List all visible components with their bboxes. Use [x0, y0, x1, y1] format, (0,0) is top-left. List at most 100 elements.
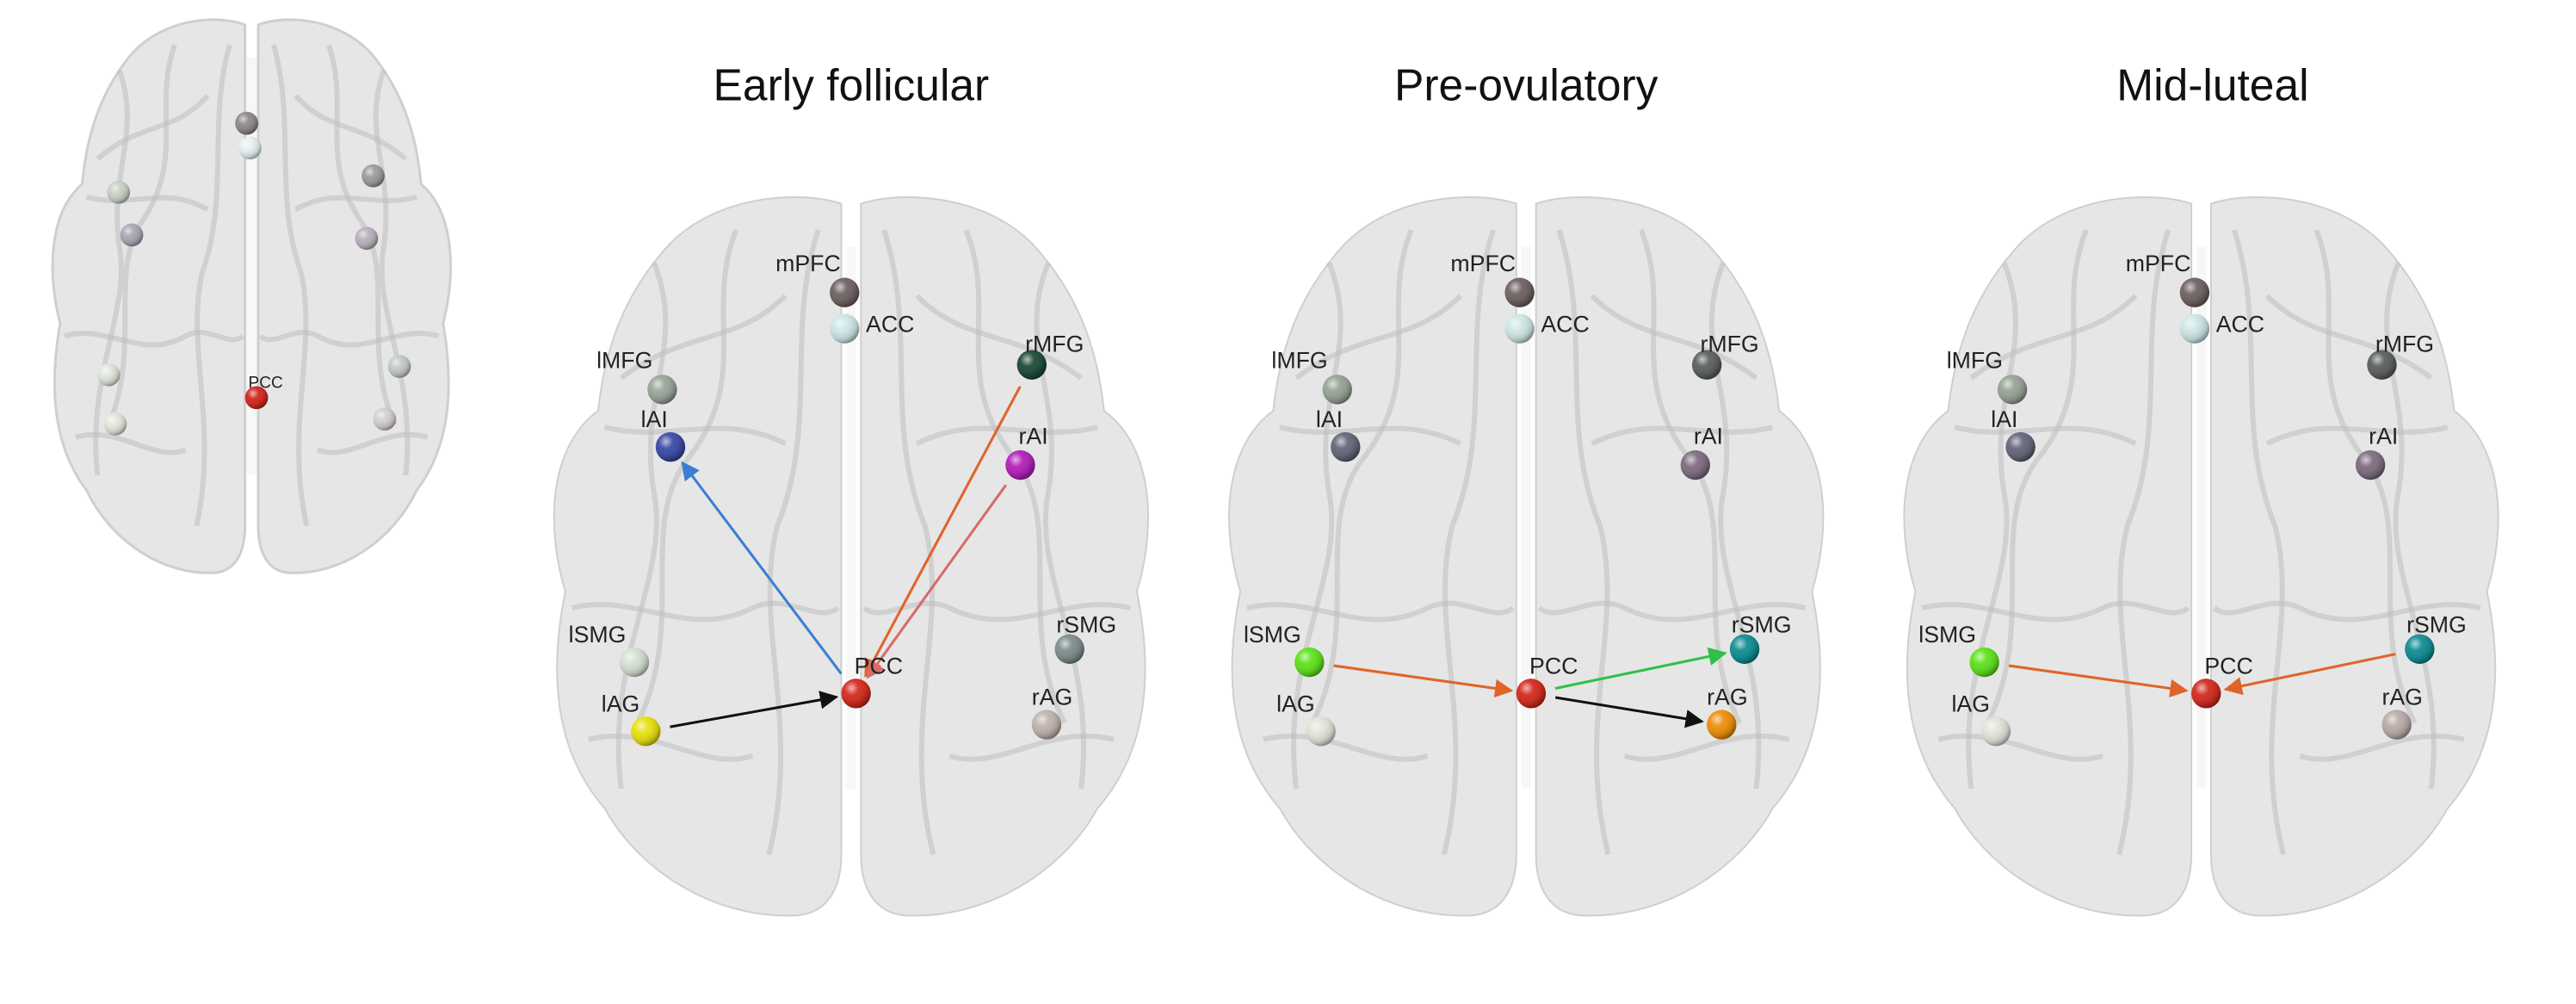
panel1-label-lmfg: lMFG: [596, 347, 652, 373]
panel3-label-rsmg: rSMG: [2406, 612, 2467, 638]
panel1-node-lag: [631, 716, 661, 747]
panel1-label-rai: rAI: [1019, 423, 1048, 449]
panel3-label-rai: rAI: [2369, 423, 2398, 449]
panel2-node-lag: [1306, 716, 1336, 747]
brain-panel-2: [1229, 197, 1823, 915]
panel2-node-rsmg: [1729, 634, 1760, 664]
panel3-edge-rsmg-to-pcc: [2223, 653, 2396, 696]
panel3-node-rai: [2355, 449, 2386, 480]
panel3-label-mpfc: mPFC: [2126, 251, 2191, 276]
panel3-node-mpfc: [2179, 277, 2210, 307]
panel2-label-lai: lAI: [1316, 406, 1343, 432]
panel3-label-lai: lAI: [1991, 406, 2017, 432]
panel2-label-lsmg: lSMG: [1244, 622, 1301, 648]
overview-node-pcc: [244, 386, 269, 410]
brain-panel-1: [554, 197, 1148, 915]
panel2-label-pcc: PCC: [1529, 653, 1578, 679]
panel3-node-lai: [2005, 431, 2035, 462]
midline-fissure: [2196, 246, 2207, 790]
panel2-node-lmfg: [1322, 375, 1352, 405]
midline-fissure: [846, 246, 856, 790]
panel1-node-lai: [655, 431, 686, 462]
panel1-label-mpfc: mPFC: [775, 251, 841, 276]
panel1-node-acc: [830, 313, 860, 344]
panel2-edge-pcc-to-rsmg: [1554, 647, 1727, 690]
right-hemisphere: [1536, 197, 1824, 915]
panel3-node-lmfg: [1997, 375, 2028, 405]
overview-node-rmfg: [361, 164, 385, 188]
panel1-node-rsmg: [1054, 634, 1084, 664]
panel3-label-lsmg: lSMG: [1918, 622, 1976, 648]
panel2-label-rag: rAG: [1707, 685, 1747, 710]
panel2-node-lsmg: [1294, 647, 1325, 678]
overview-node-acc: [238, 136, 262, 160]
panel1-node-lsmg: [619, 647, 650, 678]
panel3-label-rag: rAG: [2381, 685, 2422, 710]
panel1-edge-rai-to-pcc: [866, 484, 1007, 679]
overview-node-mpfc: [235, 111, 258, 135]
panel2-label-rai: rAI: [1694, 423, 1723, 449]
overview-node-rsmg: [387, 355, 411, 378]
panel2-node-rag: [1707, 710, 1737, 740]
overview-brain: [53, 20, 451, 573]
panel3-node-pcc: [2191, 679, 2221, 709]
panel3-node-lag: [1980, 716, 2011, 747]
panel3-label-lmfg: lMFG: [1947, 347, 2003, 373]
panel2-node-lai: [1331, 431, 1361, 462]
left-hemisphere: [554, 197, 842, 915]
midline-fissure: [1521, 246, 1531, 790]
overview-node-rai: [355, 226, 379, 251]
panel1-node-pcc: [841, 679, 871, 709]
panel1-label-rsmg: rSMG: [1056, 612, 1116, 638]
panel-title-early-follicular: Early follicular: [713, 59, 990, 109]
panel2-label-mpfc: mPFC: [1450, 251, 1516, 276]
panel1-node-rai: [1005, 449, 1035, 480]
panel1-node-rag: [1031, 710, 1062, 740]
panel2-label-lag: lAG: [1276, 691, 1315, 716]
panel3-edge-lsmg-to-pcc: [2008, 664, 2189, 698]
panel1-label-lsmg: lSMG: [569, 622, 627, 648]
panel2-node-mpfc: [1504, 277, 1535, 307]
overview-node-lag: [103, 412, 127, 436]
panel3-label-rmfg: rMFG: [2375, 331, 2434, 356]
overview-node-lmfg: [107, 180, 131, 204]
left-hemisphere: [53, 20, 245, 573]
panel2-edge-lsmg-to-pcc: [1333, 664, 1514, 698]
panel1-edge-lag-to-pcc: [670, 691, 839, 728]
panel3-node-acc: [2179, 313, 2210, 344]
panel1-node-lmfg: [647, 375, 677, 405]
panel2-label-rmfg: rMFG: [1700, 331, 1758, 356]
overview-node-rag: [373, 407, 397, 431]
right-hemisphere: [2211, 197, 2499, 915]
panel1-label-acc: ACC: [866, 311, 914, 337]
panel2-label-rsmg: rSMG: [1732, 612, 1792, 638]
panel3-node-lsmg: [1969, 647, 1999, 678]
right-hemisphere: [258, 20, 451, 573]
panel1-node-mpfc: [830, 277, 860, 307]
panel2-label-acc: ACC: [1541, 311, 1589, 337]
panel3-label-acc: ACC: [2216, 311, 2264, 337]
panel1-edge-pcc-to-lai: [681, 461, 843, 675]
panel1-label-rag: rAG: [1032, 685, 1072, 710]
midline-fissure: [246, 57, 257, 475]
panel1-label-rmfg: rMFG: [1025, 331, 1084, 356]
overview-pcc-label: PCC: [249, 374, 284, 392]
panel1-label-lai: lAI: [641, 406, 668, 432]
panel3-node-rag: [2381, 710, 2412, 740]
panel1-edge-rmfg-to-pcc: [864, 386, 1022, 679]
panel-title-mid-luteal: Mid-luteal: [2116, 59, 2308, 109]
panel1-label-pcc: PCC: [855, 653, 903, 679]
panel2-node-pcc: [1516, 679, 1547, 709]
panel3-node-rsmg: [2405, 634, 2435, 664]
panel1-label-lag: lAG: [602, 691, 640, 716]
panel3-node-rmfg: [2367, 350, 2397, 380]
panel2-node-rai: [1680, 449, 1710, 480]
panel2-label-lmfg: lMFG: [1271, 347, 1327, 373]
panel2-node-acc: [1504, 313, 1535, 344]
panel-title-pre-ovulatory: Pre-ovulatory: [1394, 59, 1659, 109]
right-hemisphere: [861, 197, 1148, 915]
panel2-edge-pcc-to-rag: [1554, 696, 1704, 728]
left-hemisphere: [1229, 197, 1517, 915]
